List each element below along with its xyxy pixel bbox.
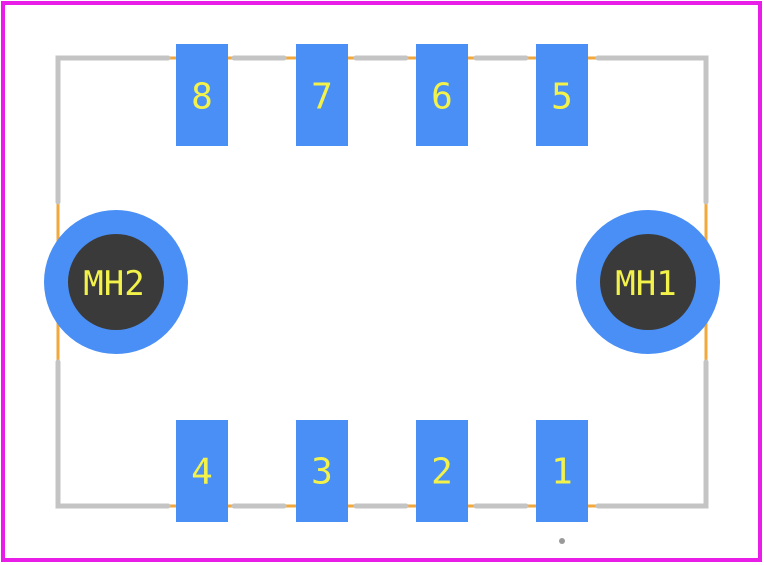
pads-group: 8 7 6 5 4 3 2 1 (176, 44, 588, 522)
pad-label-5: 5 (551, 77, 573, 118)
pad-label-6: 6 (431, 77, 453, 118)
pad-label-7: 7 (311, 77, 333, 118)
mh1-label: MH1 (615, 264, 676, 304)
pad-8[interactable]: 8 (176, 44, 228, 146)
pad-6[interactable]: 6 (416, 44, 468, 146)
pin1-marker-dot (559, 538, 565, 544)
pad-label-1: 1 (551, 452, 573, 493)
mh2-label: MH2 (83, 264, 144, 304)
pad-1[interactable]: 1 (536, 420, 588, 522)
pad-4[interactable]: 4 (176, 420, 228, 522)
pad-2[interactable]: 2 (416, 420, 468, 522)
mounting-hole-mh2[interactable]: MH2 (44, 210, 188, 354)
mounting-hole-mh1[interactable]: MH1 (576, 210, 720, 354)
pad-5[interactable]: 5 (536, 44, 588, 146)
silkscreen-outline (55, 55, 709, 509)
pad-3[interactable]: 3 (296, 420, 348, 522)
pad-label-8: 8 (191, 77, 213, 118)
pad-label-4: 4 (191, 452, 213, 493)
pad-7[interactable]: 7 (296, 44, 348, 146)
pad-label-3: 3 (311, 452, 333, 493)
pad-label-2: 2 (431, 452, 453, 493)
